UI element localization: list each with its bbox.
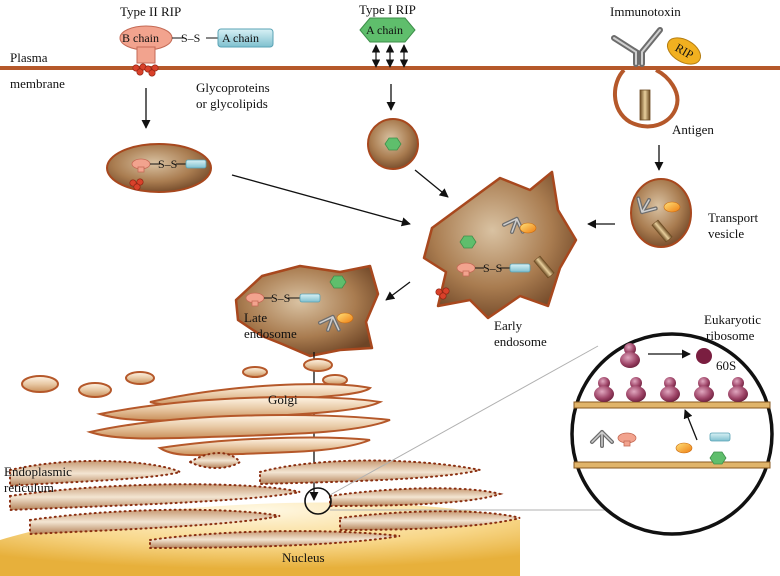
- type1-rip-complex: A chain: [359, 17, 416, 68]
- immunotoxin-complex: RIP: [611, 27, 702, 67]
- endoplasmic-label: Endoplasmic: [4, 464, 72, 479]
- type1-vesicle: [367, 118, 419, 170]
- type2-rip-complex: B chain S–S A chain: [119, 25, 274, 77]
- golgi-apparatus: [21, 358, 391, 457]
- late-endosome: S–S: [234, 264, 380, 358]
- type1-rip-label: Type I RIP: [359, 2, 416, 17]
- glycoproteins-label: Glycoproteins: [196, 80, 270, 95]
- vesicle-label: vesicle: [708, 226, 745, 241]
- late-label: Late: [244, 310, 268, 325]
- type1-a-chain-label: A chain: [366, 23, 403, 37]
- disulfide-label: S–S: [181, 31, 200, 45]
- type2-rip-label: Type II RIP: [120, 4, 182, 19]
- svg-text:S–S: S–S: [271, 291, 290, 305]
- immunotoxin-label: Immunotoxin: [610, 4, 681, 19]
- svg-text:S–S: S–S: [158, 157, 177, 171]
- late-endosome-label: endosome: [244, 326, 297, 341]
- svg-text:S–S: S–S: [483, 261, 502, 275]
- early-label: Early: [494, 318, 523, 333]
- endoplasmic-reticulum: [9, 452, 521, 550]
- ribosome-zoom-circle: [570, 332, 774, 536]
- 60s-label: 60S: [716, 358, 737, 373]
- transport-vesicle: [630, 178, 692, 248]
- antigen-stalk: [639, 89, 651, 121]
- transport-label: Transport: [708, 210, 759, 225]
- glycolipids-label: or glycolipids: [196, 96, 268, 111]
- plasma-label: Plasma: [10, 50, 48, 65]
- membrane-label: membrane: [10, 76, 65, 91]
- a-chain-label: A chain: [222, 31, 259, 45]
- b-chain-label: B chain: [122, 31, 159, 45]
- reticulum-label: reticulum: [4, 480, 54, 495]
- nucleus-label: Nucleus: [282, 550, 325, 565]
- ribosome-label: ribosome: [706, 328, 755, 343]
- plasma-membrane: [0, 66, 780, 70]
- golgi-label: Golgi: [268, 392, 298, 407]
- antigen-label: Antigen: [672, 122, 714, 137]
- early-endosome: S–S: [422, 170, 578, 320]
- type2-vesicle: S–S: [106, 143, 212, 193]
- early-endosome-label: endosome: [494, 334, 547, 349]
- eukaryotic-label: Eukaryotic: [704, 312, 762, 327]
